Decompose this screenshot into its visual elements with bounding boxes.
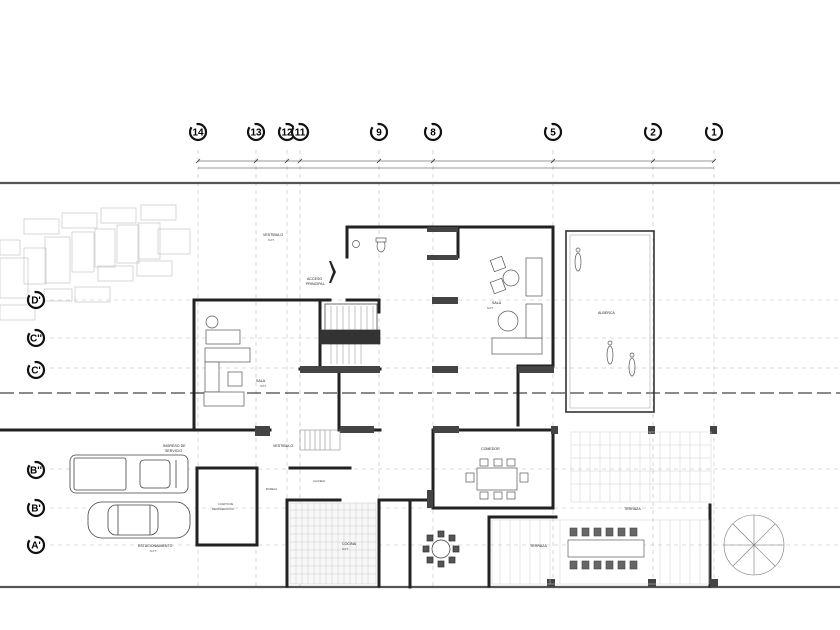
level-npt-d: N.P.T.	[342, 547, 349, 551]
label-vestibulo-mid: VESTIBULO	[273, 444, 293, 448]
grid-axis-bubble-col: 9	[369, 122, 389, 142]
grid-axis-bubble-row: C''	[26, 328, 46, 348]
grid-axis-bubble-row: C'	[26, 360, 46, 380]
level-npt-a: N.P.T.	[268, 238, 275, 242]
grid-axis-bubble-row: D'	[26, 290, 46, 310]
grid-axis-label: C''	[30, 334, 42, 345]
grid-axis-bubble-col: 8	[423, 122, 443, 142]
label-terraza-1: TERRAZA	[624, 507, 641, 511]
grid-axis-label: B'	[31, 504, 41, 515]
spiral-stair	[723, 514, 785, 576]
car-sedan	[87, 501, 191, 539]
label-terraza-2: TERRAZA	[530, 544, 547, 548]
grid-axis-bubble-row: B'	[26, 498, 46, 518]
grid-axis-label: 14	[192, 128, 204, 139]
label-bodega: BODEGA	[266, 487, 277, 491]
main-stairs	[319, 303, 381, 364]
label-cuarto-1: CUARTO DE	[218, 502, 233, 506]
grid-axis-bubble-col: 5	[543, 122, 563, 142]
label-acceso-principal-2: PRINCIPAL	[306, 282, 325, 286]
grid-axis-label: 1	[711, 128, 717, 139]
label-acceso-principal-1: ACCESO	[307, 277, 322, 281]
grid-axis-label: 9	[376, 128, 382, 139]
label-cocina: COCINA	[342, 542, 357, 546]
grid-axis-label: 8	[430, 128, 436, 139]
bathroom-fixtures	[352, 237, 387, 253]
label-sala-left: SALA	[256, 379, 266, 383]
grid-axis-bubble-row: B''	[26, 460, 46, 480]
grid-axis-label: B''	[30, 466, 42, 477]
grid-axis-label: 11	[295, 128, 306, 139]
label-alberca: ALBERCA	[598, 311, 615, 315]
grid-axis-label: C'	[31, 366, 41, 377]
wall-blocks	[255, 227, 718, 587]
grid-axis-label: A'	[31, 541, 41, 552]
level-npt-e: N.P.T.	[150, 549, 157, 553]
service-stairs	[299, 429, 341, 451]
grid-axis-label: 12	[281, 128, 293, 139]
property-lines	[0, 181, 840, 589]
level-npt-c: N.P.T.	[260, 384, 267, 388]
grid-axis-label: 2	[650, 128, 656, 139]
level-markers: N.P.T. N.P.T. N.P.T. N.P.T. N.P.T.	[150, 238, 494, 553]
landscape-pavers	[0, 204, 191, 321]
label-vestibulo-top: VESTIBULO	[263, 233, 283, 237]
grid-axis-label: 5	[550, 128, 556, 139]
grid-axis-bubble-col: 13	[246, 122, 266, 142]
long-terrace-table	[567, 527, 645, 570]
round-table	[422, 530, 460, 568]
entrance-arrow-icon	[329, 261, 336, 283]
kitchen-tile	[289, 502, 377, 585]
label-estacionamiento: ESTACIONAMIENTO	[138, 544, 173, 548]
alberca-pool	[565, 230, 655, 413]
dining-table	[465, 458, 529, 500]
grid-axis-bubble-col: 2	[643, 122, 663, 142]
grid-axis-bubble-col: 11	[290, 122, 310, 142]
grid-axis-bubble-col: 14	[188, 122, 208, 142]
label-comedor: COMEDOR	[481, 447, 500, 451]
grid-axis-bubble-row: A'	[26, 535, 46, 555]
car-truck	[69, 454, 189, 494]
grid-axis-label: D'	[31, 296, 41, 307]
sofa-main-sala	[489, 255, 543, 355]
sofa-left-sala	[203, 315, 251, 407]
label-cuarto-2: REFRIGERACIÓN	[212, 506, 234, 511]
dimension-line	[195, 158, 717, 169]
label-ingreso-servicio-2: SERVICIO	[165, 449, 182, 453]
label-alacena: ALACENA	[313, 479, 325, 483]
level-npt-b: N.P.T.	[487, 306, 494, 310]
grid-axis-bubble-col: 1	[704, 122, 724, 142]
room-labels: VESTIBULO ACCESO PRINCIPAL SALA ALBERCA …	[138, 233, 641, 548]
terrace-deck	[491, 431, 712, 585]
label-sala-main: SALA	[492, 301, 502, 305]
grid-axis-label: 13	[250, 128, 262, 139]
label-ingreso-servicio-1: INGRESO DE	[163, 444, 186, 448]
